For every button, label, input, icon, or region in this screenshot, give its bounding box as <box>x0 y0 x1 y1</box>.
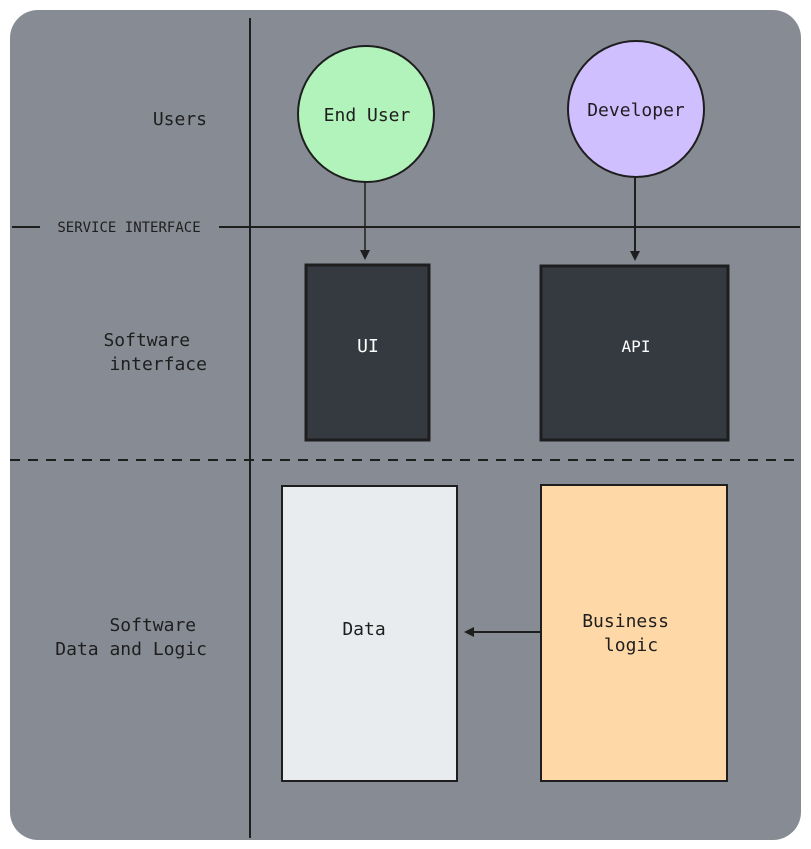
api-label: API <box>622 337 651 356</box>
row-label-software-interface-line2: interface <box>109 354 207 375</box>
business-logic-node[interactable] <box>540 484 728 782</box>
api-node[interactable] <box>539 264 730 442</box>
row-label-software-interface: Software interface <box>103 330 207 375</box>
ui-label: UI <box>357 336 379 357</box>
end-user-label: End User <box>324 105 411 126</box>
data-label: Data <box>342 619 385 640</box>
business-logic-label-line1: Business <box>582 611 669 632</box>
business-logic-label: Business logic <box>582 611 680 656</box>
row-label-software-data-logic-line2: Data and Logic <box>55 639 207 660</box>
row-label-software-data-logic: Software Data and Logic <box>55 615 207 660</box>
data-node[interactable] <box>281 485 458 782</box>
row-label-software-data-logic-line1: Software <box>109 615 196 636</box>
business-logic-label-line2: logic <box>604 635 658 656</box>
row-label-software-interface-line1: Software <box>103 330 190 351</box>
ui-node[interactable] <box>304 263 431 442</box>
developer-label: Developer <box>587 100 685 121</box>
row-label-service-interface: SERVICE INTERFACE <box>57 220 200 236</box>
end-user-node[interactable] <box>297 45 435 183</box>
row-label-users: Users <box>153 109 207 130</box>
